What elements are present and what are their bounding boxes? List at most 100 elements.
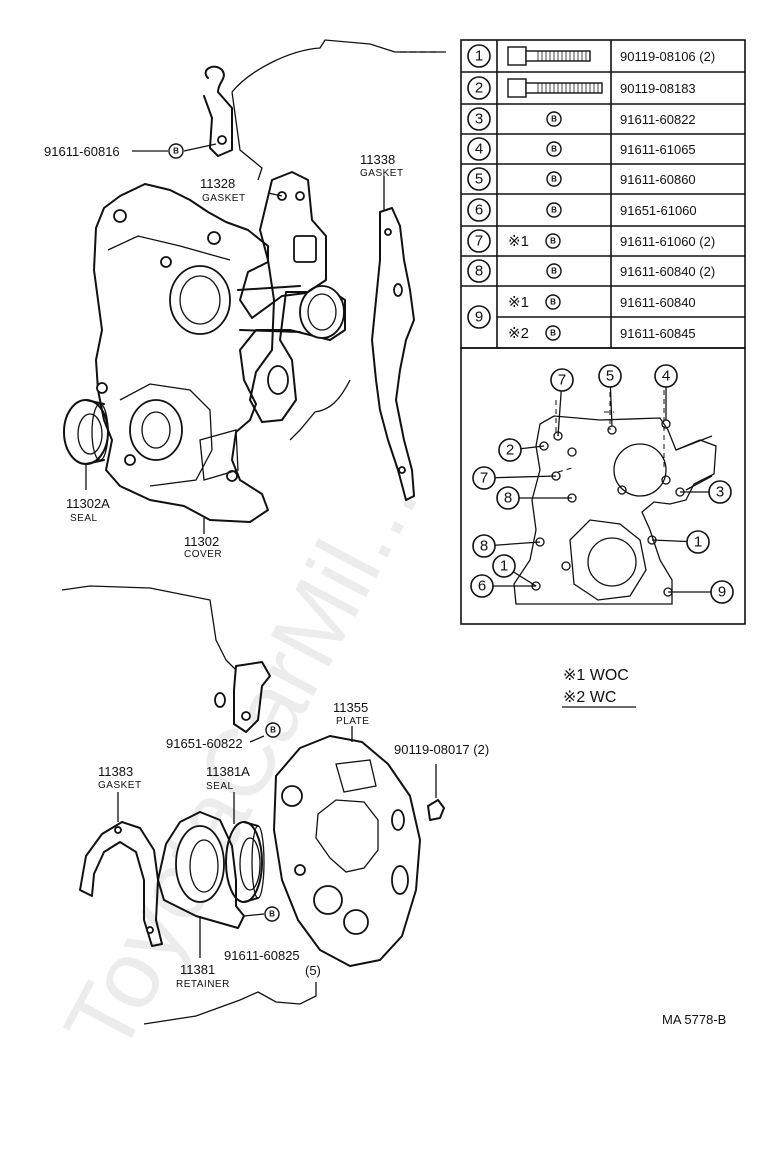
locator-callout-number: 8	[504, 490, 512, 507]
bolt-b-letter-60825: B	[269, 910, 275, 919]
label-seal-11302a-name: SEAL	[70, 513, 98, 524]
locator-pump-bore	[613, 443, 667, 497]
label-seal-11381a-name: SEAL	[206, 781, 234, 792]
bolt-b-letter: B	[550, 329, 556, 338]
label-plate-num: 11355	[333, 700, 368, 715]
part-number: 91611-61065	[620, 142, 696, 157]
bolt-b-letter: B	[551, 115, 557, 124]
locator-callout-number: 1	[694, 534, 702, 551]
label-bolt-90119-08017: 90119-08017 (2)	[394, 742, 489, 757]
retainer-11381	[157, 811, 245, 929]
bolt-b-icon	[546, 171, 562, 187]
group-bracket-line	[143, 982, 317, 1025]
label-bolt-91651-60822: 91651-60822	[166, 736, 243, 751]
plate-11355	[273, 735, 421, 967]
locator-callout-number: 3	[716, 484, 724, 501]
bolt-b-letter: B	[550, 298, 556, 307]
bolt-b-letter: B	[551, 175, 557, 184]
callout-circle	[467, 107, 491, 131]
label-gasket-11338-num: 11338	[360, 152, 395, 167]
label-retainer-num: 11381	[180, 962, 215, 977]
upper-assembly: B 91611-60816 11328 GASKET	[44, 39, 448, 560]
locator-callout-number: 5	[606, 368, 614, 385]
callout-number: 6	[475, 202, 483, 219]
locator-callout-number: 1	[500, 558, 508, 575]
callout-circle	[467, 44, 491, 68]
bolt-b-icon-left	[168, 143, 184, 159]
callout-number: 5	[475, 171, 483, 188]
locator-callout-number: 8	[480, 538, 488, 555]
part-number: 90119-08106 (2)	[620, 49, 715, 64]
locator-callout: 7	[472, 466, 557, 490]
legend-note-2: ※2 WC	[563, 689, 616, 706]
spec-note: ※1	[508, 294, 529, 311]
water-outlet-opening	[299, 285, 345, 339]
locator-callout-number: 7	[480, 470, 488, 487]
callout-circle	[467, 137, 491, 161]
locator-callout-number: 2	[506, 442, 514, 459]
bolt-b-icon	[546, 111, 562, 127]
part-number: 91611-60822	[620, 112, 696, 127]
locator-crank-bore	[587, 537, 637, 587]
label-plate-name: PLATE	[336, 716, 369, 727]
spec-note: ※2	[508, 325, 529, 342]
locator-callout: 7	[550, 368, 574, 437]
part-number: 91611-60840	[620, 295, 696, 310]
locator-frame	[460, 347, 746, 625]
locator-cover-outline	[513, 415, 717, 605]
bolt-b-icon	[546, 263, 562, 279]
callout-circle	[467, 305, 491, 329]
locator-callout-number: 9	[718, 584, 726, 601]
locator-callout: 3	[680, 480, 732, 504]
bolt-b-icon	[545, 233, 561, 249]
callout-circle	[467, 259, 491, 283]
label-cover-11302-name: COVER	[184, 549, 222, 560]
callout-number: 7	[475, 233, 483, 250]
table-row: 9 ※1 B 91611-60840	[467, 294, 696, 329]
bolt-b-letter: B	[551, 145, 557, 154]
engine-outline-lower	[61, 585, 237, 671]
bolt-b-icon-91651	[265, 722, 281, 738]
drawing-code: MA 5778-B	[662, 1012, 726, 1027]
gasket-11338	[371, 207, 415, 501]
bolt-b-letter-91651: B	[270, 726, 276, 735]
table-row: 5 B 91611-60860	[467, 167, 696, 191]
gasket-11328	[249, 171, 327, 423]
locator-callout: 1	[492, 554, 537, 587]
callout-circle	[467, 198, 491, 222]
bolt-b-icon-60825	[264, 906, 280, 922]
locator-callout: 2	[498, 438, 545, 462]
label-seal-11302a-num: 11302A	[66, 496, 110, 511]
locator-callout: 6	[470, 574, 536, 598]
label-bolt-91611-60816: 91611-60816	[44, 144, 120, 159]
bolt-b-icon	[546, 141, 562, 157]
crank-bore	[129, 399, 183, 461]
locator-callout: 4	[654, 364, 678, 420]
callout-number: 9	[475, 309, 483, 326]
lower-bracket	[233, 661, 271, 733]
callout-number: 3	[475, 111, 483, 128]
locator-callout-number: 4	[662, 368, 670, 385]
locator-callout: 1	[651, 530, 710, 554]
bolt-head-icon	[507, 78, 527, 98]
bolt-head-icon	[507, 46, 527, 66]
legend: ※1 WOC ※2 WC	[562, 667, 636, 708]
part-number: 91611-60860	[620, 172, 696, 187]
bolt-b-icon	[546, 202, 562, 218]
label-gasket-11328-num: 11328	[200, 176, 235, 191]
bolt-b-letter: B	[551, 267, 557, 276]
part-number: 91611-60840 (2)	[620, 264, 715, 279]
part-number: 91651-61060	[620, 203, 697, 218]
locator-callout: 8	[496, 486, 572, 510]
callout-number: 2	[475, 80, 483, 97]
bolt-b-icon	[545, 325, 561, 341]
table-row: 3 B 91611-60822	[467, 107, 696, 131]
engine-outline-upper	[231, 39, 440, 441]
timing-cover	[93, 183, 346, 523]
